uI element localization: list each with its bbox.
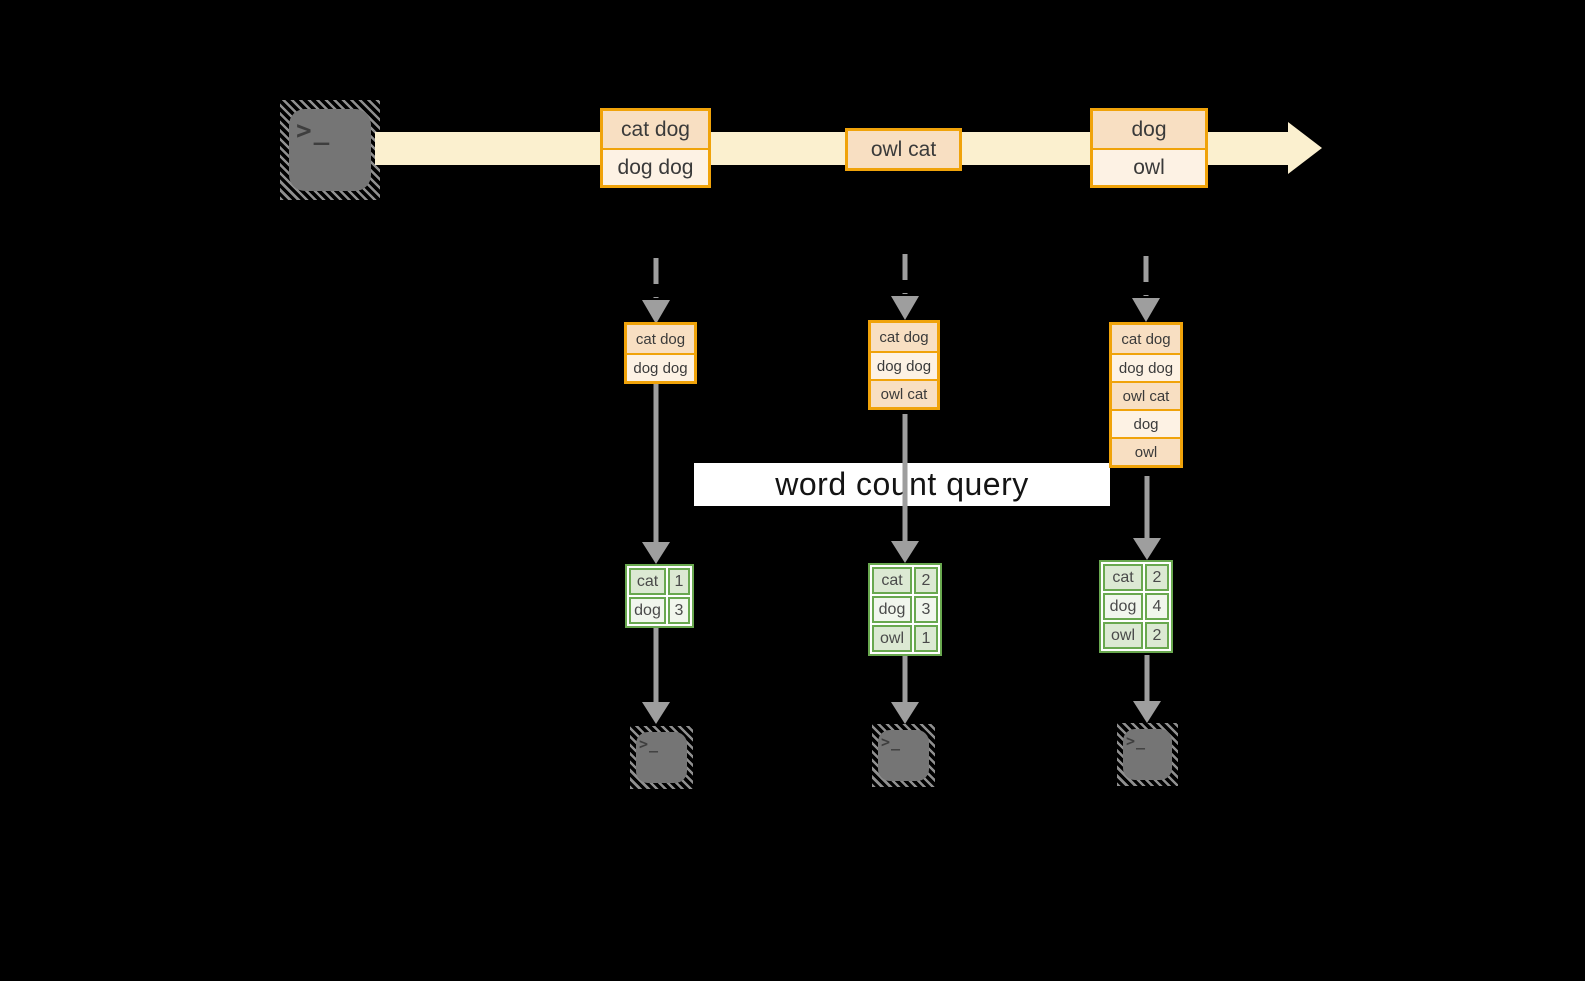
buffer-record: owl cat: [871, 379, 937, 407]
buffer-record: dog dog: [1112, 353, 1180, 381]
buffer-record: dog dog: [627, 353, 694, 381]
buffer-stack-3: cat dog dog dog owl cat dog owl: [1109, 322, 1183, 468]
arrow-down-icon: [642, 628, 670, 724]
output-terminal-icon: >_: [630, 726, 693, 789]
buffer-record: cat dog: [871, 323, 937, 351]
stream-record: dog dog: [603, 148, 708, 185]
terminal-prompt-glyph: >_: [296, 116, 332, 146]
count-cell: 2: [1145, 622, 1169, 649]
word-cell: owl: [872, 625, 912, 652]
word-cell: cat: [629, 568, 666, 595]
arrow-down-icon: [642, 384, 670, 564]
buffer-stack-1: cat dog dog dog: [624, 322, 697, 384]
buffer-record: dog: [1112, 409, 1180, 437]
buffer-record: cat dog: [1112, 325, 1180, 353]
buffer-stack-2: cat dog dog dog owl cat: [868, 320, 940, 410]
word-cell: dog: [872, 596, 912, 623]
terminal-prompt-glyph: >_: [1126, 732, 1147, 750]
stream-batch-1: cat dog dog dog: [600, 108, 711, 188]
terminal-prompt-glyph: >_: [639, 735, 660, 753]
arrow-down-icon: [891, 414, 919, 563]
stream-record: owl cat: [848, 131, 959, 168]
word-cell: dog: [629, 597, 666, 624]
terminal-body: [1123, 729, 1172, 780]
count-cell: 2: [1145, 564, 1169, 591]
terminal-prompt-glyph: >_: [881, 733, 902, 751]
buffer-record: owl: [1112, 437, 1180, 465]
output-terminal-icon: >_: [1117, 723, 1178, 786]
arrow-down-icon: [1133, 476, 1161, 560]
word-count-table-3: cat 2 dog 4 owl 2: [1099, 560, 1173, 653]
terminal-body: [636, 732, 687, 783]
buffer-record: dog dog: [871, 351, 937, 379]
stream-record: cat dog: [603, 111, 708, 148]
source-terminal-icon: >_: [280, 100, 380, 200]
word-cell: owl: [1103, 622, 1143, 649]
stream-batch-2: owl cat: [845, 128, 962, 171]
output-terminal-icon: >_: [872, 724, 935, 787]
dashed-arrow-icon: [1132, 256, 1160, 322]
count-cell: 4: [1145, 593, 1169, 620]
terminal-body: [289, 109, 371, 191]
buffer-record: owl cat: [1112, 381, 1180, 409]
stream-record: owl: [1093, 148, 1205, 185]
word-count-table-2: cat 2 dog 3 owl 1: [868, 563, 942, 656]
count-cell: 3: [914, 596, 938, 623]
word-cell: dog: [1103, 593, 1143, 620]
count-cell: 3: [668, 597, 690, 624]
word-count-table-1: cat 1 dog 3: [625, 564, 694, 628]
word-cell: cat: [872, 567, 912, 594]
arrow-down-icon: [891, 656, 919, 724]
terminal-body: [878, 730, 929, 781]
count-cell: 2: [914, 567, 938, 594]
arrow-down-icon: [1133, 655, 1161, 723]
buffer-record: cat dog: [627, 325, 694, 353]
query-banner: word count query: [694, 463, 1110, 506]
dashed-arrow-icon: [891, 254, 919, 320]
count-cell: 1: [914, 625, 938, 652]
count-cell: 1: [668, 568, 690, 595]
stream-arrowhead-icon: [1288, 122, 1322, 174]
stream-batch-3: dog owl: [1090, 108, 1208, 188]
word-cell: cat: [1103, 564, 1143, 591]
stream-record: dog: [1093, 111, 1205, 148]
dashed-arrow-icon: [642, 258, 670, 324]
